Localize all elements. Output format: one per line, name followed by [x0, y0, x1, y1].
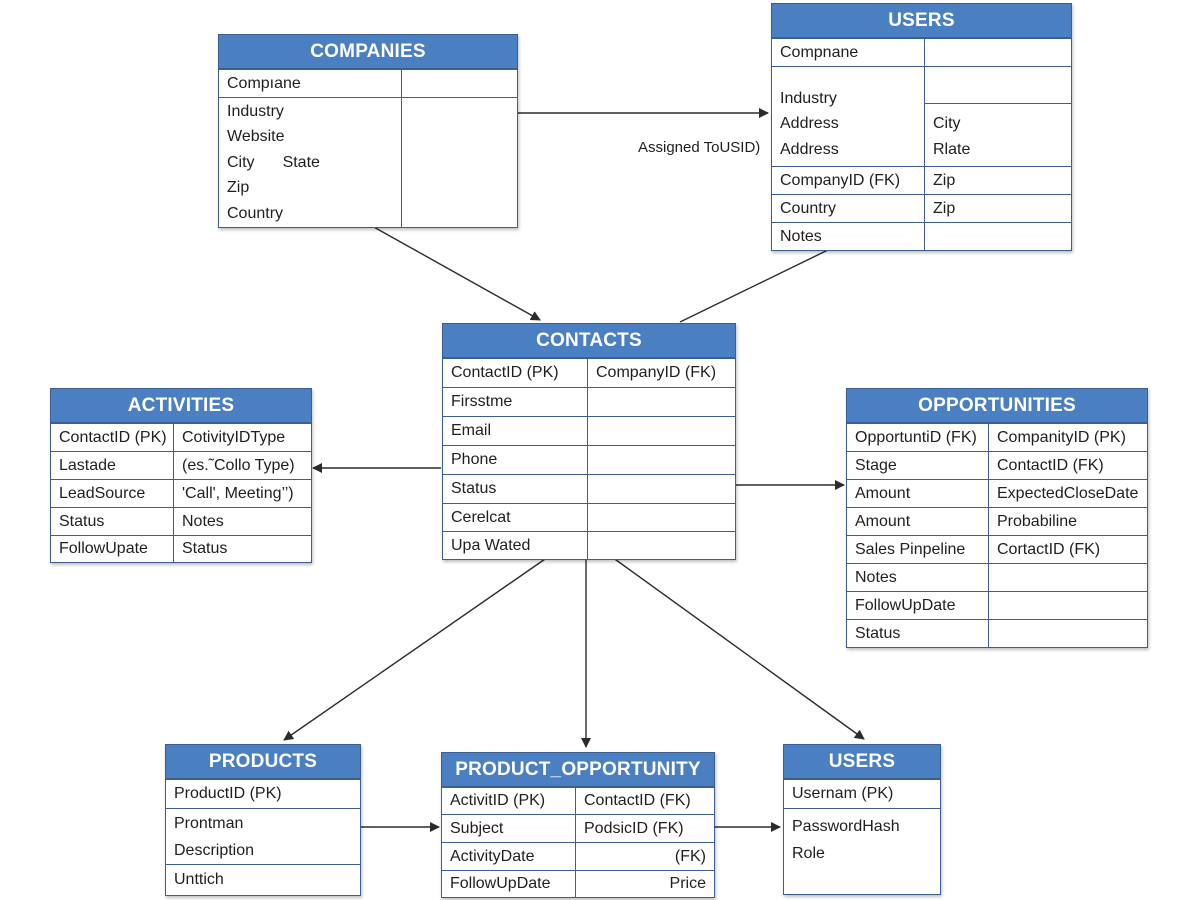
entity-title: USERS [772, 4, 1071, 38]
field-amount: Amount [855, 484, 911, 502]
field-companyname: Compıane [227, 74, 301, 92]
field-expectedclosedate: ExpectedCloseDate [988, 480, 1147, 507]
field-role: Role [792, 845, 825, 862]
entity-title: CONTACTS [443, 324, 735, 358]
field-contactid-fk: ContactID (FK) [988, 452, 1147, 479]
field-updatedat: Upa Wated [451, 536, 531, 554]
field-passwordhash: PasswordHash [792, 818, 900, 835]
entity-product-opportunity: PRODUCT_OPPORTUNITY ActivitID (PK) Contac… [441, 752, 715, 898]
entity-companies: COMPANIES Compıane Industry Website City… [218, 34, 518, 228]
field-country: Country [780, 199, 837, 217]
field-contactid-fk: ContactID (FK) [575, 788, 714, 814]
entity-title: PRODUCTS [166, 745, 360, 779]
edge-companies-contacts [371, 225, 541, 321]
field-state: State [282, 153, 320, 171]
entity-title: PRODUCT_OPPORTUNITY [442, 753, 714, 787]
field-companyid-fk: CompanyID (FK) [587, 359, 735, 387]
field-country: Country [227, 204, 284, 222]
field-sales-pipeline: Sales Pinpeline [855, 540, 966, 558]
field-stage: Stage [855, 456, 897, 474]
field-zip: Zip [227, 179, 250, 197]
field-industry: Industry [227, 102, 284, 120]
field-status: Status [451, 480, 497, 497]
field-status: Status [173, 536, 311, 562]
field-description: Description [174, 841, 255, 859]
field-companyid-fk: CompanyID (FK) [780, 171, 901, 189]
field-unitprice: Unttich [174, 871, 224, 888]
entity-products: PRODUCTS ProductID (PK) Prontman Descrip… [165, 744, 361, 896]
field-rate: Rlate [933, 140, 971, 158]
entity-title: USERS [784, 745, 940, 779]
field-followupdate: FollowUpDate [450, 875, 551, 892]
field-opportunityid: OpportuntiD (FK) [855, 428, 977, 446]
field-notes: Notes [855, 568, 897, 586]
entity-opportunities: OPPORTUNITIES OpportuntiD (FK) CompanityI… [846, 388, 1148, 648]
entity-activities: ACTIVITIES ContactID (PK)CotivityIDType … [50, 388, 312, 563]
entity-title: ACTIVITIES [51, 389, 311, 423]
field-username-pk: Usernam (PK) [792, 785, 894, 802]
field-firstname: Firsstme [451, 393, 513, 410]
field-contactid-pk: ContactID (PK) [59, 428, 167, 446]
field-createdat: Cerelcat [451, 508, 511, 526]
field-fk: (FK) [575, 843, 714, 870]
field-probability: Probabiline [988, 508, 1147, 535]
field-productid-fk: PodsicID (FK) [575, 815, 714, 842]
field-amount: Amount [855, 512, 911, 530]
field-followupdate: FollowUpDate [855, 596, 956, 614]
field-phone: Phone [451, 451, 498, 468]
field-price: Price [575, 871, 714, 897]
entity-title: COMPANIES [219, 35, 517, 69]
field-activityid-pk: ActivitID (PK) [450, 792, 546, 809]
field-city: City [227, 153, 255, 171]
field-address: Address [780, 140, 839, 158]
edge-users-contacts [679, 248, 831, 323]
edge-label-assigned: Assigned ToUSID) [638, 139, 761, 156]
field-contactid-pk: ContactID (PK) [451, 364, 559, 381]
field-leadsource: LeadSource [59, 484, 146, 502]
entity-title: OPPORTUNITIES [847, 389, 1147, 423]
field-website: Website [227, 128, 285, 146]
edge-contacts-products [283, 556, 549, 741]
field-notes: Notes [173, 508, 311, 535]
entity-contacts: CONTACTS ContactID (PK) CompanyID (FK) Fi… [442, 323, 736, 560]
field-city: City [933, 115, 961, 132]
field-activityid-type: CotivityIDType [173, 424, 311, 451]
field-status: Status [59, 512, 105, 530]
field-prontman: Prontman [174, 814, 244, 832]
field-zip: Zip [924, 167, 1071, 194]
entity-users-top: USERS Compnane Industry Address Address … [771, 3, 1072, 251]
field-email: Email [451, 422, 492, 439]
field-lastdate: Lastade [59, 456, 116, 474]
field-status: Status [855, 624, 901, 642]
field-industry: Industry [780, 89, 837, 107]
field-zip: Zip [924, 195, 1071, 222]
field-subject: Subject [450, 819, 504, 837]
field-contactid-fk: CortactID (FK) [988, 536, 1147, 563]
field-companyname: Compnane [780, 43, 859, 61]
field-notes: Notes [780, 227, 822, 245]
field-activitydate: ActivityDate [450, 847, 535, 865]
field-type-values: 'Call', Meeting’’) [173, 480, 311, 507]
entity-users-bottom: USERS Usernam (PK) PasswordHash Role [783, 744, 941, 895]
field-type-example: (es.˜Collo Type) [173, 452, 311, 479]
edge-contacts-users-bottom [611, 556, 865, 740]
field-followupdate: FollowUpate [59, 540, 148, 557]
field-address: Address [780, 115, 839, 132]
field-productid-pk: ProductID (PK) [174, 785, 282, 802]
field-companyid: CompanityID (PK) [988, 424, 1147, 451]
